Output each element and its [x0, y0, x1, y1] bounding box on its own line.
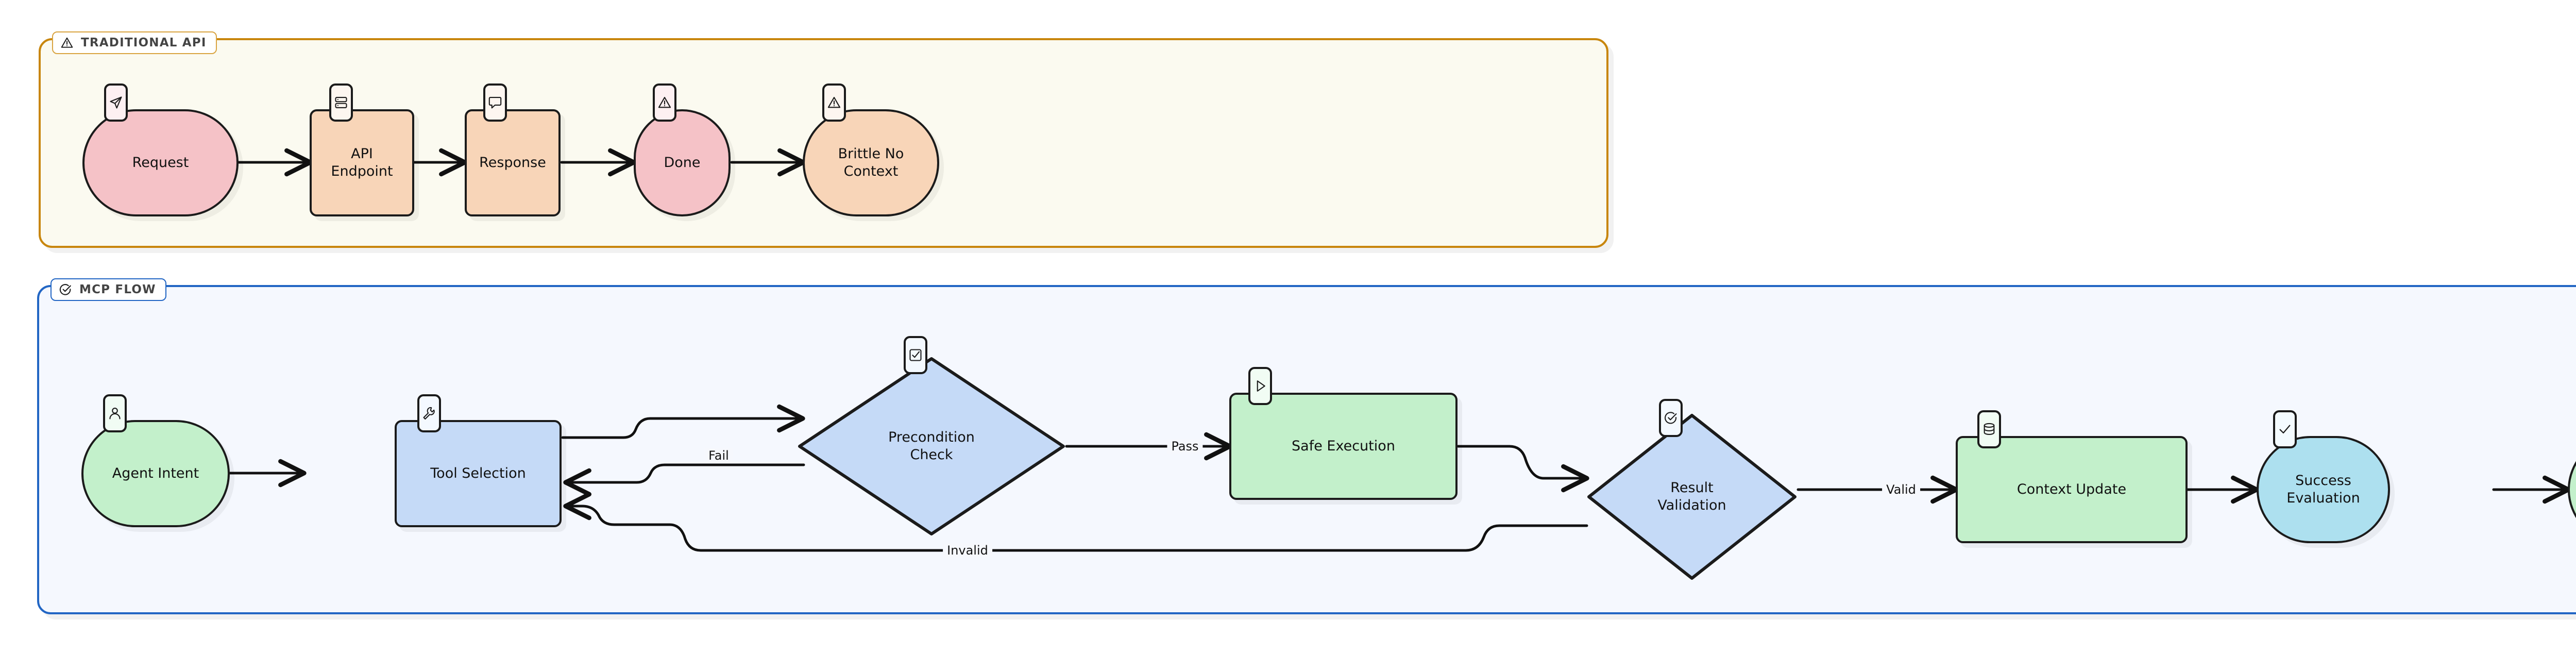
group-label-traditional-api: TRADITIONAL API	[52, 31, 217, 54]
node-brittle-no-context[interactable]: Brittle No Context	[803, 83, 939, 216]
group-label-mcp-flow: MCP FLOW	[50, 278, 166, 301]
check-circle-icon-badge	[1659, 399, 1683, 437]
node-label: Response	[479, 155, 546, 171]
user-icon-badge	[103, 394, 127, 432]
node-label: Context Update	[2016, 481, 2127, 498]
edge-tool-selection-to-precondition	[561, 404, 805, 439]
edge-safe-execution-to-result-validation	[1456, 445, 1589, 493]
wrench-icon	[423, 407, 435, 420]
edge-label-fail: Fail	[704, 448, 733, 463]
user-icon	[109, 408, 121, 420]
node-success-evaluation[interactable]: Success Evaluation	[2257, 410, 2390, 543]
check-icon	[2279, 425, 2291, 434]
node-label: Precondition Check	[888, 429, 975, 463]
edge-label-valid: Valid	[1882, 482, 1920, 497]
diamond-shape	[1587, 414, 1797, 580]
database-icon	[1984, 423, 1995, 435]
play-triangle-icon	[1257, 380, 1265, 392]
node-label: Safe Execution	[1292, 438, 1395, 455]
warning-triangle-icon	[658, 97, 671, 108]
message-bubble-icon	[488, 97, 502, 109]
node-label: Request	[132, 155, 189, 171]
database-icon-badge	[1977, 410, 2001, 448]
node-done[interactable]: Done	[634, 83, 731, 216]
group-traditional-api: TRADITIONAL API	[39, 31, 1608, 248]
warning-triangle-icon-badge	[653, 83, 676, 122]
checkbox-checked-icon	[909, 349, 922, 361]
send-paper-plane-icon	[110, 96, 122, 109]
node-request[interactable]: Request	[82, 83, 239, 216]
message-bubble-icon-badge	[483, 83, 507, 122]
warning-triangle-icon	[60, 36, 74, 49]
check-circle-icon	[1665, 412, 1677, 424]
node-label: API Endpoint	[331, 146, 393, 179]
edge-result-validation-to-tool-selection-invalid	[563, 492, 1588, 552]
edge-label-invalid: Invalid	[943, 543, 992, 558]
node-response[interactable]: Response	[465, 83, 561, 216]
diamond-shape	[798, 357, 1065, 535]
node-label: Result Validation	[1657, 480, 1726, 513]
edge-precondition-to-tool-selection-fail	[563, 463, 805, 497]
node-tool-selection[interactable]: Tool Selection	[395, 394, 562, 527]
node-label: Success Evaluation	[2286, 473, 2360, 506]
send-paper-plane-icon-badge	[104, 83, 128, 122]
check-circle-icon	[59, 283, 72, 296]
node-result-validation[interactable]: Result Validation	[1586, 399, 1798, 581]
warning-triangle-icon-badge	[822, 83, 846, 122]
node-label: Agent Intent	[112, 465, 199, 482]
group-label-text: TRADITIONAL API	[81, 36, 207, 49]
warning-triangle-icon	[827, 97, 841, 108]
check-icon-badge	[2273, 410, 2297, 448]
node-precondition-check[interactable]: Precondition Check	[796, 336, 1066, 537]
node-context-update[interactable]: Context Update	[1956, 410, 2188, 543]
node-agent-intent[interactable]: Agent Intent	[81, 394, 230, 527]
node-safe-execution[interactable]: Safe Execution	[1229, 367, 1458, 500]
node-label: Tool Selection	[430, 465, 526, 482]
node-label: Brittle No Context	[838, 146, 904, 179]
server-stack-icon-badge	[329, 83, 353, 122]
edge-label-pass: Pass	[1167, 439, 1203, 454]
group-label-text: MCP FLOW	[79, 283, 156, 296]
play-triangle-icon-badge	[1248, 367, 1272, 405]
server-stack-icon	[335, 97, 347, 108]
node-api-endpoint[interactable]: API Endpoint	[310, 83, 414, 216]
wrench-icon-badge	[417, 394, 441, 432]
node-label: Done	[664, 155, 701, 171]
checkbox-checked-icon-badge	[904, 336, 927, 374]
